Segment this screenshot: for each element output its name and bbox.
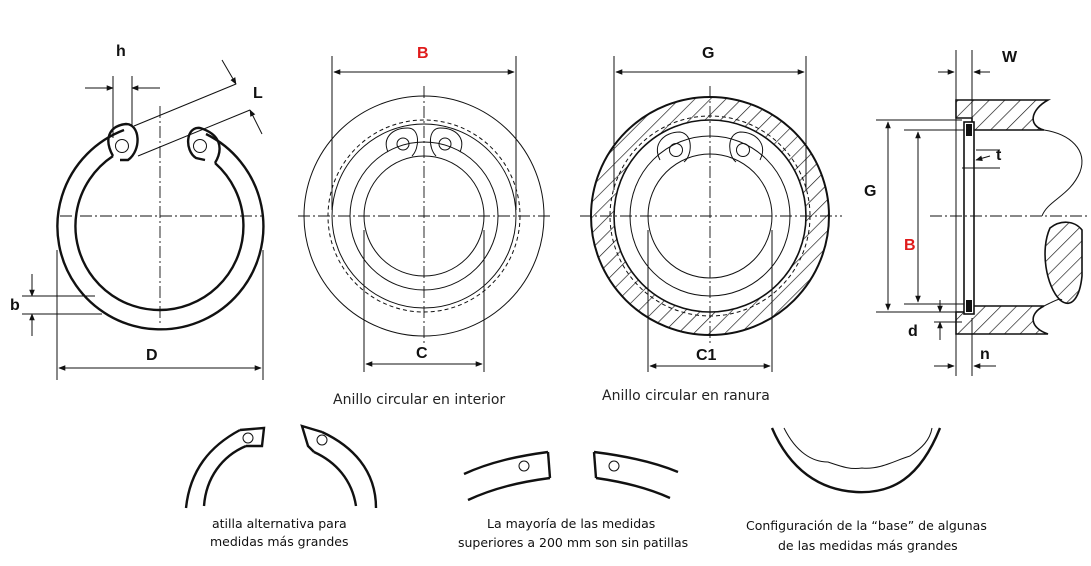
label-C1: C1 bbox=[696, 347, 717, 364]
label-b: b bbox=[10, 297, 20, 314]
caption-alt-lug-1: atilla alternativa para bbox=[212, 516, 347, 531]
label-D: D bbox=[146, 347, 158, 364]
caption-base-1: Configuración de la “base” de algunas bbox=[746, 518, 987, 533]
free-circlip-view: h L b D bbox=[10, 43, 265, 380]
caption-no-lugs-2: superiores a 200 mm son sin patillas bbox=[458, 535, 688, 550]
label-W: W bbox=[1002, 49, 1018, 66]
caption-no-lugs-1: La mayoría de las medidas bbox=[487, 516, 655, 531]
variant-alternative-lug: atilla alternativa para medidas más gran… bbox=[184, 424, 378, 549]
label-L: L bbox=[253, 85, 263, 102]
caption-base-2: de las medidas más grandes bbox=[778, 538, 958, 553]
label-d: d bbox=[908, 323, 918, 340]
variant-no-lugs: La mayoría de las medidas superiores a 2… bbox=[458, 450, 688, 550]
label-n: n bbox=[980, 346, 990, 363]
label-t: t bbox=[996, 147, 1002, 164]
side-section-view: W G B t d n bbox=[864, 49, 1088, 376]
label-B-side: B bbox=[904, 237, 916, 254]
caption-interior: Anillo circular en interior bbox=[333, 392, 505, 408]
interior-bore-view: B C Anillo circular en interior bbox=[298, 45, 550, 408]
caption-alt-lug-2: medidas más grandes bbox=[210, 534, 348, 549]
label-G-side: G bbox=[864, 183, 876, 200]
label-C: C bbox=[416, 345, 428, 362]
label-B-top: B bbox=[417, 45, 429, 62]
variant-base-configuration: Configuración de la “base” de algunas de… bbox=[746, 427, 987, 553]
groove-view: G C1 Anillo circular en ranura bbox=[580, 45, 842, 404]
label-G-top: G bbox=[702, 45, 714, 62]
caption-groove: Anillo circular en ranura bbox=[602, 388, 770, 404]
label-h: h bbox=[116, 43, 126, 60]
